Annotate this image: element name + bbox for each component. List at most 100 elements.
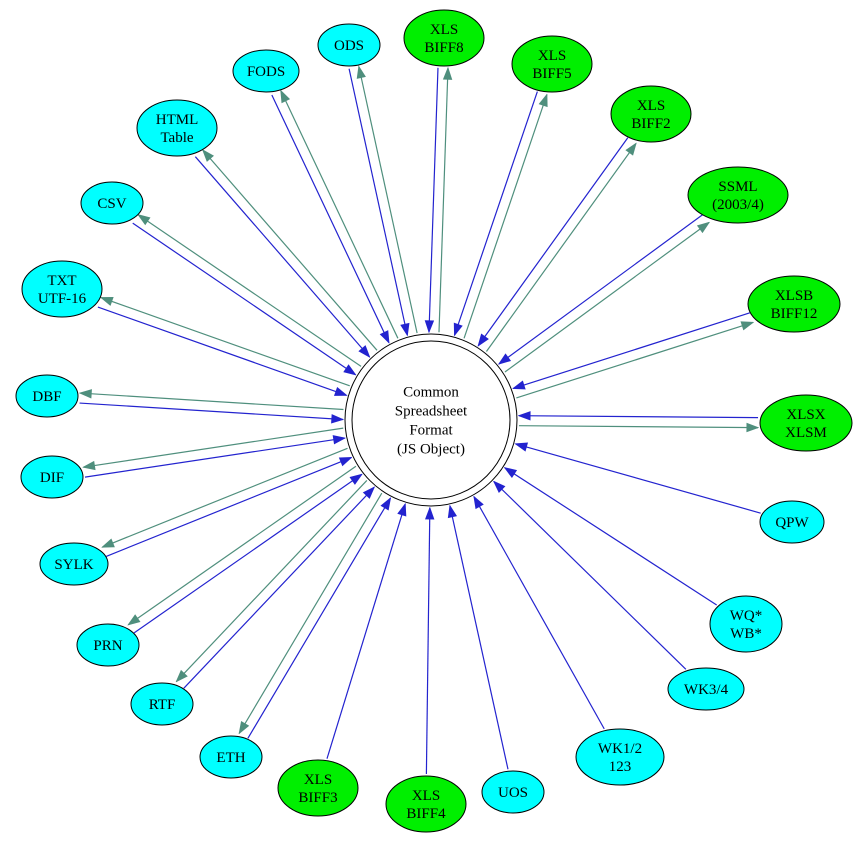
node-ods-label: ODS — [334, 38, 364, 54]
node-html-table-label: HTML — [156, 112, 199, 128]
node-ssml-ellipse — [687, 166, 789, 224]
node-xls-biff8-label: BIFF8 — [424, 40, 463, 56]
edge-txt-utf-16-to-center — [97, 306, 347, 395]
edge-center-to-xlsx-xlsm — [518, 426, 758, 428]
node-wq-wb: WQ* WB* — [709, 595, 783, 653]
node-wq-wb-ellipse — [709, 595, 783, 653]
center-label: Format — [409, 423, 453, 439]
edge-xlsx-xlsm-to-center — [519, 416, 759, 418]
node-xls-biff3-label: XLS — [304, 772, 332, 788]
node-wq-wb-label: WB* — [730, 626, 762, 642]
edge-wq-wb-to-center — [505, 468, 717, 606]
edge-xls-biff4-to-center — [426, 508, 429, 775]
node-rtf-label: RTF — [149, 697, 176, 713]
edge-center-to-eth — [239, 492, 383, 733]
edge-dif-to-center — [84, 438, 345, 478]
node-wq-wb-label: WQ* — [730, 608, 763, 624]
node-xls-biff8-ellipse — [403, 9, 485, 67]
edge-center-to-dif — [83, 427, 344, 467]
center-label: Spreadsheet — [395, 404, 468, 420]
node-wk3-4: WK3/4 — [667, 667, 745, 711]
node-xls-biff8-label: XLS — [430, 22, 458, 38]
edge-fods-to-center — [271, 94, 389, 343]
node-xlsx-xlsm-label: XLSX — [786, 407, 825, 423]
edge-xls-biff5-to-center — [455, 91, 538, 336]
edge-sylk-to-center — [105, 456, 351, 557]
node-uos-label: UOS — [498, 785, 528, 801]
node-wk1-2-123-label: 123 — [609, 759, 632, 775]
node-prn-label: PRN — [93, 638, 122, 654]
center-label: Common — [403, 385, 459, 401]
node-xlsb-biff12-label: XLSB — [775, 288, 813, 304]
edge-wk3-4-to-center — [494, 482, 687, 670]
node-xls-biff2-ellipse — [610, 85, 692, 143]
edge-dbf-to-center — [79, 402, 343, 419]
node-wk3-4-ellipse — [667, 667, 745, 711]
node-dbf-ellipse — [15, 374, 79, 418]
edges-layer — [79, 67, 761, 775]
edge-wk1-2-123-to-center — [474, 497, 605, 730]
edge-qpw-to-center — [516, 444, 761, 514]
edge-uos-to-center — [450, 506, 509, 770]
node-ssml-label: (2003/4) — [712, 197, 764, 213]
edge-center-to-xlsb-biff12 — [516, 322, 753, 399]
node-wk3-4-label: WK3/4 — [684, 682, 729, 698]
node-xls-biff2-label: XLS — [637, 98, 665, 114]
edge-ssml-to-center — [499, 213, 704, 364]
edge-center-to-fods — [281, 91, 399, 339]
node-txt-utf-16-label: TXT — [47, 273, 76, 289]
edge-center-to-csv — [138, 215, 362, 367]
edge-center-to-dbf — [80, 393, 344, 411]
node-dif: DIF — [20, 455, 84, 499]
node-rtf-ellipse — [130, 682, 194, 726]
node-csv-label: CSV — [97, 196, 126, 212]
edge-center-to-prn — [128, 465, 357, 625]
node-prn: PRN — [76, 623, 140, 667]
edge-csv-to-center — [132, 222, 356, 374]
node-xls-biff4-label: XLS — [412, 788, 440, 804]
edge-prn-to-center — [133, 474, 362, 634]
node-qpw-label: QPW — [775, 515, 809, 531]
edge-eth-to-center — [247, 498, 391, 739]
node-xls-biff4-ellipse — [385, 775, 467, 833]
node-qpw: QPW — [759, 500, 825, 544]
node-xlsx-xlsm-label: XLSM — [785, 425, 827, 441]
node-uos-ellipse — [481, 770, 545, 814]
edge-xls-biff2-to-center — [478, 137, 629, 346]
edge-center-to-html-table — [203, 150, 378, 351]
node-csv-ellipse — [80, 181, 144, 225]
node-rtf: RTF — [130, 682, 194, 726]
center-inner-circle — [351, 340, 511, 500]
node-xlsb-biff12-ellipse — [747, 275, 841, 333]
node-xlsb-biff12-label: BIFF12 — [771, 306, 818, 322]
node-txt-utf-16-ellipse — [21, 260, 103, 318]
node-xls-biff3-ellipse — [277, 759, 359, 817]
edge-rtf-to-center — [183, 487, 374, 689]
edge-html-table-to-center — [194, 156, 369, 357]
edge-xlsb-biff12-to-center — [513, 312, 751, 389]
node-html-table: HTML Table — [136, 99, 218, 157]
node-html-table-ellipse — [136, 99, 218, 157]
node-fods-ellipse — [232, 49, 300, 93]
node-sylk-ellipse — [39, 542, 109, 586]
node-xls-biff4-label: BIFF4 — [406, 806, 446, 822]
edge-center-to-xls-biff5 — [463, 95, 547, 339]
node-ssml-label: SSML — [718, 179, 757, 195]
edge-center-to-txt-utf-16 — [101, 298, 350, 387]
edge-center-to-ssml — [504, 222, 709, 373]
node-html-table-label: Table — [160, 130, 193, 146]
node-ods-ellipse — [317, 23, 381, 67]
node-sylk: SYLK — [39, 542, 109, 586]
node-eth-ellipse — [199, 735, 263, 779]
node-xlsb-biff12: XLSB BIFF12 — [747, 275, 841, 333]
node-eth: ETH — [199, 735, 263, 779]
